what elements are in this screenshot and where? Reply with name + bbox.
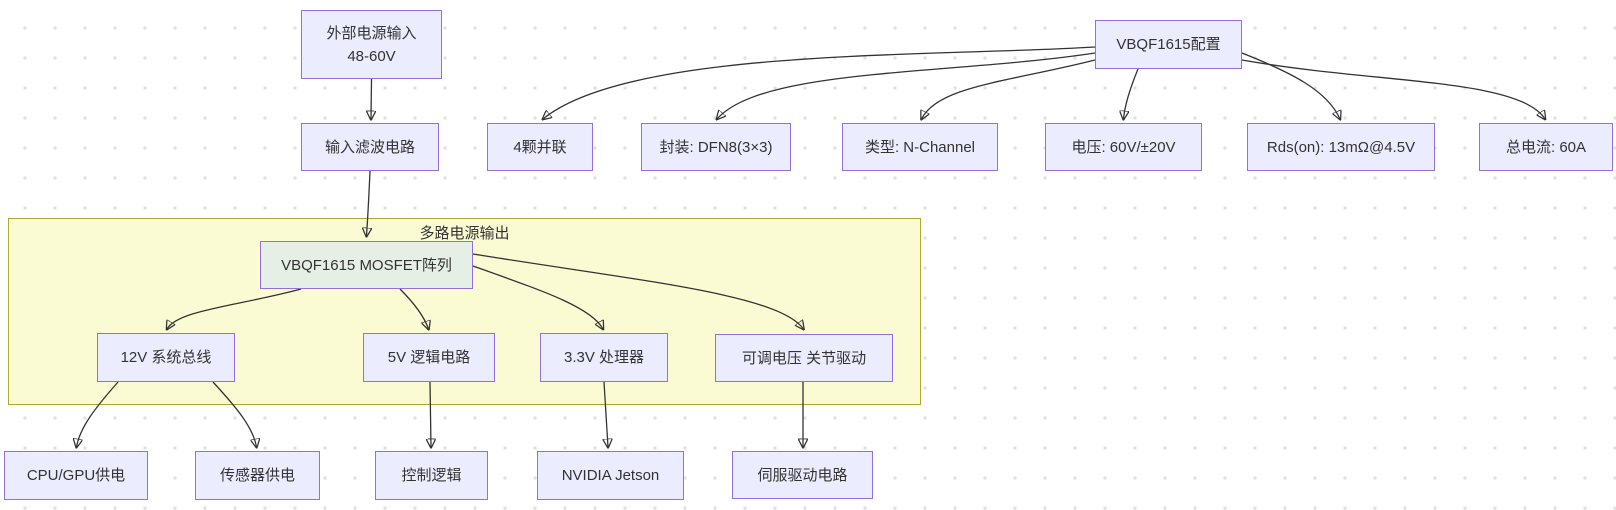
- node-channel-type-label: 类型: N-Channel: [864, 138, 976, 156]
- edge-config-to-rds-on: [1241, 52, 1340, 119]
- node-5v-logic: 5V 逻辑电路: [363, 333, 495, 382]
- node-mosfet-array-label: VBQF1615 MOSFET阵列: [281, 256, 452, 274]
- node-jetson-label: NVIDIA Jetson: [561, 467, 660, 484]
- node-servo: 伺服驱动电路: [732, 451, 873, 499]
- node-mosfet-array: VBQF1615 MOSFET阵列: [260, 241, 473, 289]
- node-voltage-label: 电压: 60V/±20V: [1071, 138, 1176, 156]
- node-package-label: 封装: DFN8(3×3): [659, 138, 773, 156]
- node-cpu-gpu: CPU/GPU供电: [4, 451, 148, 500]
- node-rds-on-label: Rds(on): 13mΩ@4.5V: [1266, 138, 1416, 156]
- node-vbqf-config: VBQF1615配置: [1095, 20, 1242, 69]
- node-total-current-label: 总电流: 60A: [1505, 138, 1587, 156]
- node-input-filter: 输入滤波电路: [301, 123, 439, 171]
- node-parallel-count: 4颗并联: [487, 123, 593, 171]
- node-vbqf-config-label: VBQF1615配置: [1116, 36, 1221, 53]
- edge-config-to-package: [717, 52, 1096, 119]
- node-control-logic: 控制逻辑: [375, 451, 488, 500]
- node-external-power-line2: 48-60V: [347, 47, 396, 65]
- node-3v3-proc-label: 3.3V 处理器: [563, 349, 645, 366]
- node-adj-voltage: 可调电压 关节驱动: [715, 334, 893, 382]
- edge-config-to-voltage: [1124, 68, 1139, 119]
- node-sensor-label: 传感器供电: [219, 467, 295, 484]
- edge-config-to-channel-type: [922, 59, 1096, 119]
- cluster-label: 多路电源输出: [419, 225, 510, 242]
- edge-config-to-parallel-count: [543, 46, 1096, 119]
- node-servo-label: 伺服驱动电路: [757, 466, 848, 484]
- node-12v-bus-label: 12V 系统总线: [120, 349, 212, 366]
- node-12v-bus: 12V 系统总线: [97, 333, 235, 382]
- node-rds-on: Rds(on): 13mΩ@4.5V: [1247, 123, 1435, 171]
- node-jetson: NVIDIA Jetson: [537, 451, 684, 500]
- node-voltage: 电压: 60V/±20V: [1045, 123, 1202, 171]
- node-external-power: 外部电源输入 48-60V: [301, 10, 442, 79]
- node-external-power-line1: 外部电源输入: [326, 24, 417, 42]
- node-channel-type: 类型: N-Channel: [842, 123, 998, 171]
- node-3v3-proc: 3.3V 处理器: [540, 333, 668, 382]
- node-input-filter-label: 输入滤波电路: [324, 138, 415, 156]
- node-adj-voltage-label: 可调电压 关节驱动: [741, 349, 867, 367]
- node-control-logic-label: 控制逻辑: [401, 467, 462, 484]
- edge-config-to-total-current: [1241, 59, 1545, 119]
- node-5v-logic-label: 5V 逻辑电路: [387, 349, 471, 366]
- node-package: 封装: DFN8(3×3): [641, 123, 791, 171]
- node-cpu-gpu-label: CPU/GPU供电: [26, 467, 126, 484]
- edge-external-power-to-input-filter: [371, 78, 372, 119]
- node-parallel-count-label: 4颗并联: [513, 138, 567, 156]
- node-total-current: 总电流: 60A: [1479, 123, 1613, 171]
- node-sensor: 传感器供电: [195, 451, 320, 500]
